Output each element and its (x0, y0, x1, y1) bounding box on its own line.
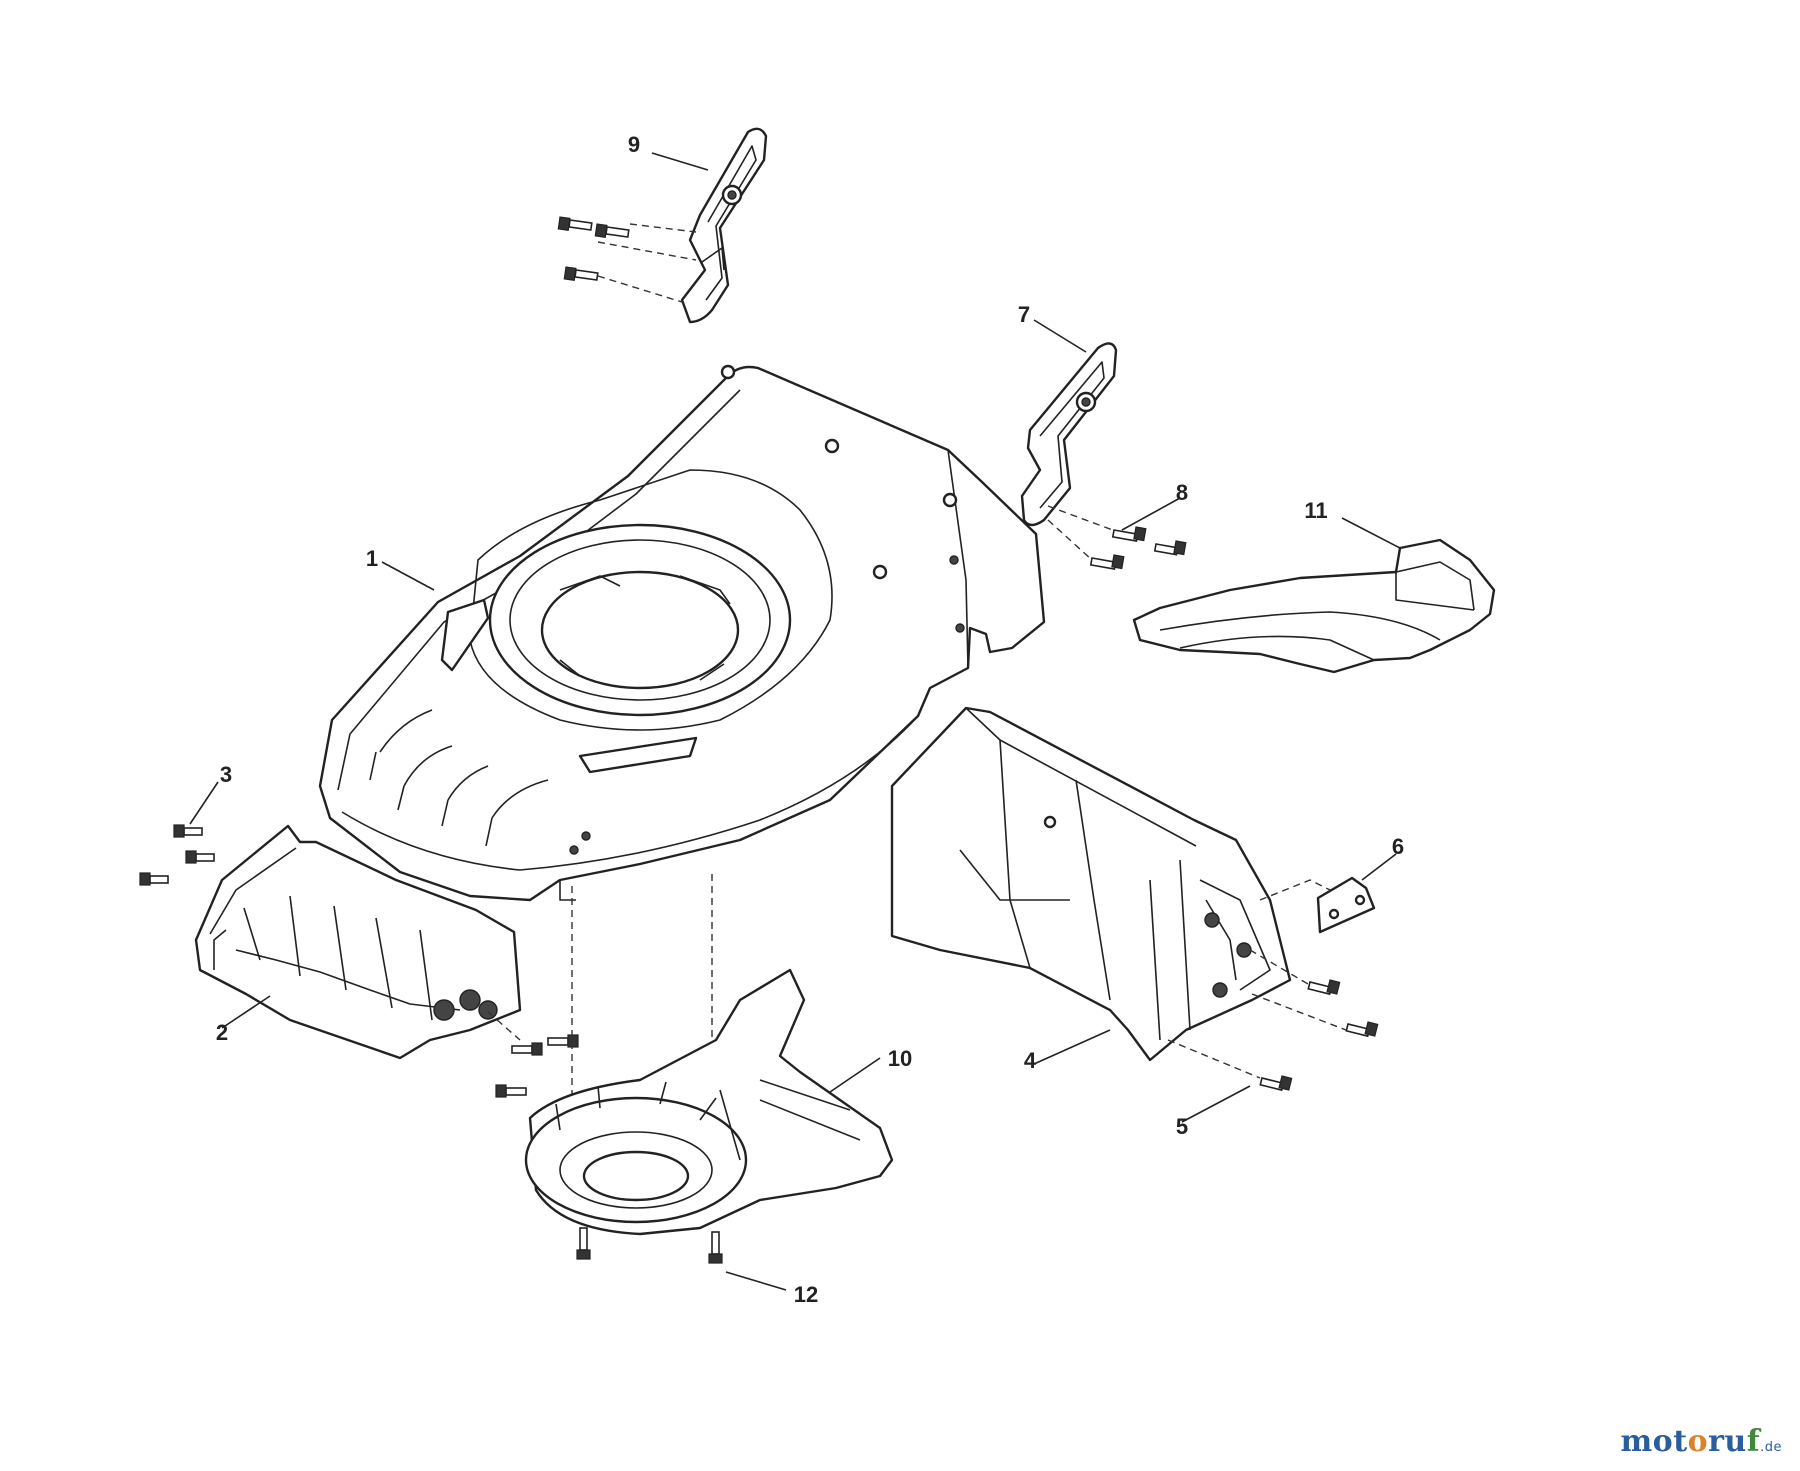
callout-labels: 9 7 8 11 1 3 2 4 5 6 10 12 (216, 132, 1404, 1307)
callout-4: 4 (1024, 1048, 1037, 1073)
motoruf-watermark: motoruf.de (1620, 1424, 1782, 1459)
part-11-rear-deflector[interactable] (1132, 538, 1496, 674)
callout-6: 6 (1392, 834, 1404, 859)
part-3-screws (139, 824, 215, 886)
callout-7: 7 (1018, 302, 1030, 327)
callout-9: 9 (628, 132, 640, 157)
callout-5: 5 (1176, 1114, 1188, 1139)
part-9-screws (557, 216, 697, 303)
callout-3: 3 (220, 762, 232, 787)
part-4-rear-housing[interactable] (890, 706, 1292, 1062)
part-4-5-screws (1167, 879, 1379, 1092)
part-6-plate[interactable] (1316, 876, 1376, 934)
callout-8: 8 (1176, 480, 1188, 505)
callout-11: 11 (1304, 498, 1327, 523)
leader-lines (189, 152, 1401, 1291)
part-12-screws (576, 1227, 723, 1264)
callout-2: 2 (216, 1020, 228, 1045)
callout-1: 1 (366, 546, 378, 571)
part-7-handle-bracket[interactable] (1020, 342, 1118, 527)
callout-10: 10 (888, 1046, 912, 1071)
part-8-screws (1047, 505, 1187, 570)
callout-12: 12 (794, 1282, 818, 1307)
part-10-discharge-baffle[interactable] (524, 874, 894, 1236)
part-1-mower-deck[interactable] (318, 364, 1046, 902)
part-9-handle-bracket[interactable] (680, 127, 768, 324)
part-2-screws (487, 1011, 579, 1098)
part-2-front-guard[interactable] (194, 824, 522, 1060)
